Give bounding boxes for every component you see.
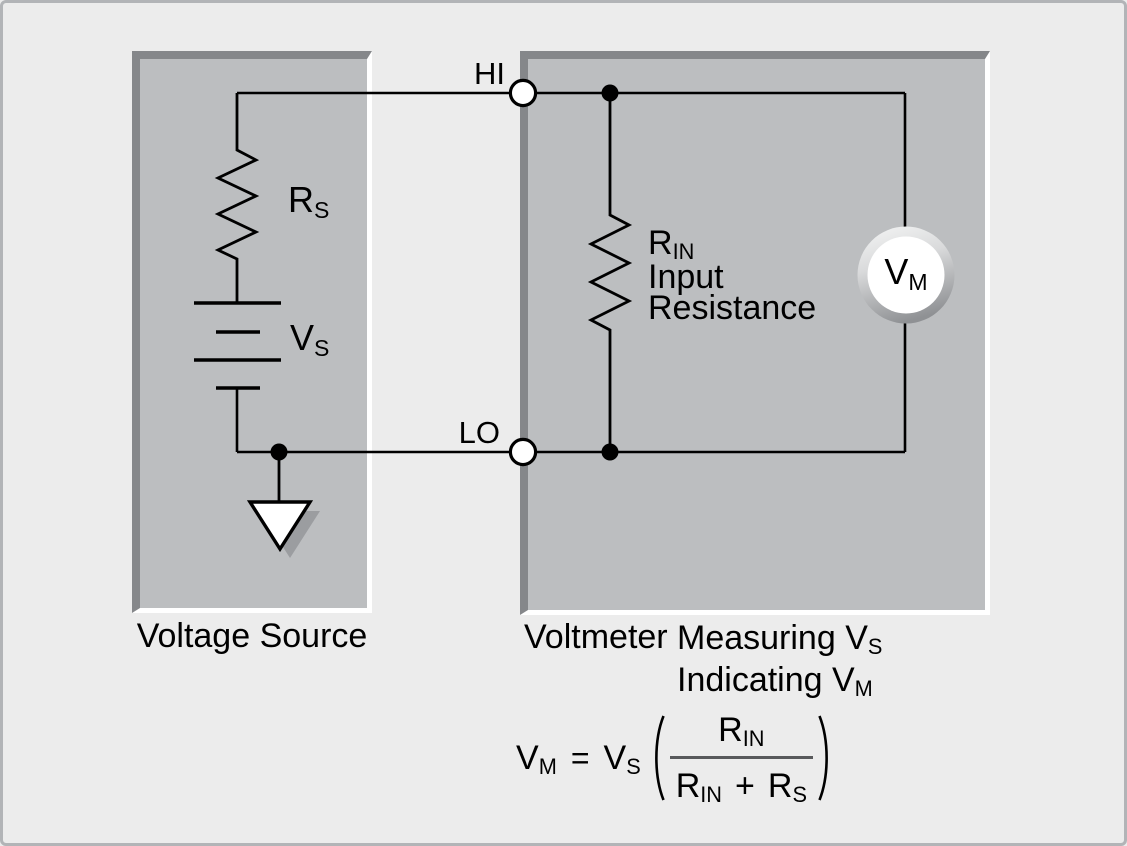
input-resistance-symbol: RIN xyxy=(648,224,695,265)
input-resistor-symbol xyxy=(587,93,633,452)
meter-label: VM xyxy=(884,251,928,295)
annotation-block: Measuring VS Indicating VM xyxy=(677,619,882,703)
voltmeter-panel xyxy=(520,51,990,615)
series-resistor-symbol xyxy=(214,93,260,303)
input-resistance-label: RIN Input Resistance xyxy=(648,224,817,327)
junction-dot-lo xyxy=(601,443,619,461)
open-paren xyxy=(654,715,665,801)
hi-terminal-label: HI xyxy=(474,56,505,91)
source-voltage-label: VS xyxy=(290,317,330,361)
junction-dot-source xyxy=(270,443,288,461)
formula-plus: + xyxy=(735,766,755,805)
hi-terminal xyxy=(508,78,538,108)
close-paren xyxy=(818,715,828,801)
formula-numerator: RIN xyxy=(718,710,765,751)
annotation-measuring: Measuring VS xyxy=(677,619,883,660)
formula-lhs: VM xyxy=(516,738,557,779)
series-resistor-label: RS xyxy=(288,179,330,223)
voltage-source-caption: Voltage Source xyxy=(136,617,368,655)
formula-fraction: RIN RIN+RS xyxy=(669,710,813,807)
input-resistance-desc2: Resistance xyxy=(648,289,817,327)
formula-coefficient: VS xyxy=(603,738,641,779)
loading-error-formula: VM = VS RIN RIN+RS xyxy=(516,710,833,807)
battery-symbol xyxy=(194,301,281,390)
formula-equals: = xyxy=(570,739,590,776)
fraction-bar xyxy=(669,755,813,759)
voltage-source-panel xyxy=(132,51,372,613)
voltmeter-symbol xyxy=(857,226,955,324)
input-resistance-desc1: Input xyxy=(648,258,724,296)
lo-terminal xyxy=(508,437,538,467)
voltmeter-caption: Voltmeter xyxy=(524,618,668,656)
formula-denominator: RIN+RS xyxy=(675,766,807,807)
ground-symbol xyxy=(246,500,314,553)
annotation-indicating: Indicating VM xyxy=(677,661,873,702)
junction-dot-hi xyxy=(601,84,619,102)
lo-terminal-label: LO xyxy=(458,415,500,450)
